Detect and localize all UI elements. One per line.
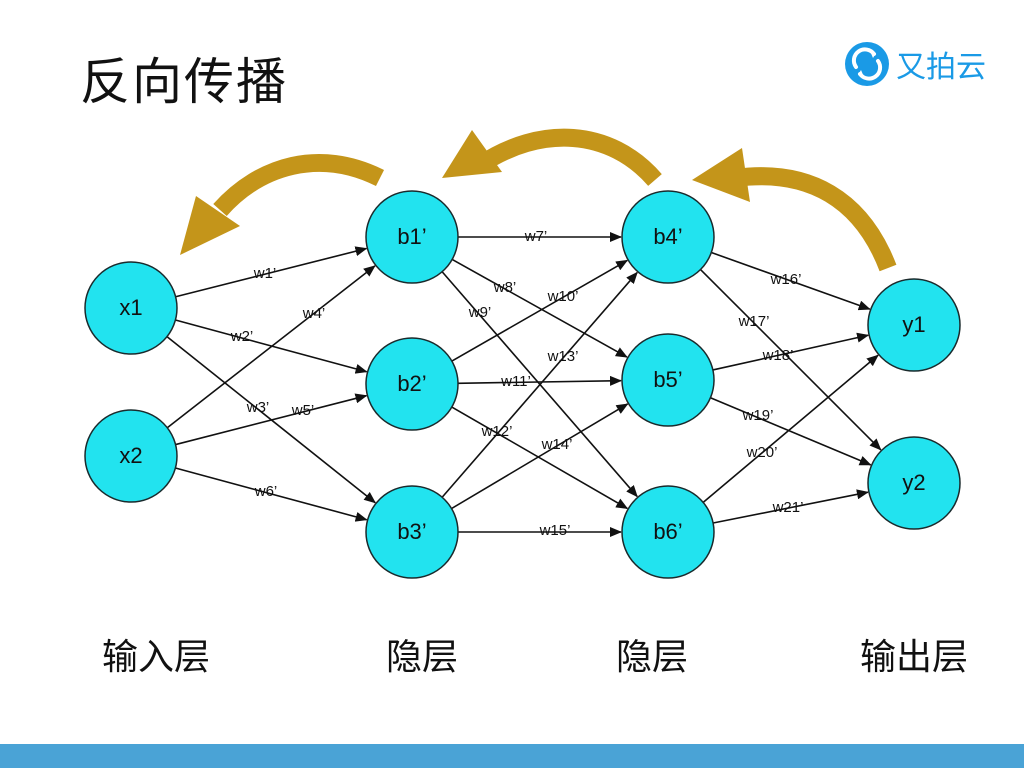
node-label-b4: b4’ — [653, 224, 682, 249]
layer-label-hidden-2: 隐层 — [616, 637, 689, 678]
edge-labels: w1’ w2’ w3’ w4’ w5’ w6’ w7’ w8’w9’ w10’ w11’ w12’ w… — [230, 228, 804, 539]
node-b6 — [621, 485, 715, 579]
edge-label-b3-b6: w15’ — [539, 522, 571, 539]
node-b3 — [365, 485, 459, 579]
edge-b2-b6 — [451, 406, 629, 510]
edge-b5-y1 — [712, 332, 870, 371]
node-b1 — [365, 190, 459, 284]
edge-label-b2-b5: w11’ — [500, 373, 531, 390]
backprop-arrow-3-2 — [733, 167, 897, 272]
node-label-x1: x1 — [119, 295, 142, 320]
backprop-arrows — [180, 128, 897, 272]
edges — [166, 232, 882, 537]
node-label-y1: y1 — [902, 312, 925, 337]
edge-label-b3-b4: w13’ — [547, 348, 579, 365]
edge-b4-y2 — [699, 268, 882, 451]
layer-label-output: 输出层 — [860, 637, 969, 678]
edge-label-b1-b6: w9’ — [468, 304, 492, 321]
node-label-b5: b5’ — [653, 367, 682, 392]
edge-x2-b3 — [175, 467, 368, 522]
backprop-arrow-1-0 — [213, 153, 385, 217]
edge-label-b2-b4: w10’ — [547, 288, 579, 305]
edge-label-b2-b6: w12’ — [481, 423, 513, 440]
node-b4 — [621, 190, 715, 284]
node-label-b3: b3’ — [397, 519, 426, 544]
slide-title: 反向传播 — [80, 53, 288, 111]
edge-x1-b1 — [175, 246, 368, 298]
edge-x2-b1 — [166, 265, 376, 429]
node-label-b2: b2’ — [397, 371, 426, 396]
node-label-x2: x2 — [119, 443, 142, 468]
edge-label-b4-y2: w17’ — [738, 313, 770, 330]
backprop-arrowhead-3-2 — [692, 148, 750, 202]
edge-label-b3-b5: w14’ — [541, 436, 573, 453]
edge-x2-b2 — [175, 393, 368, 446]
edge-label-b1-b5: w8’ — [493, 279, 517, 296]
backprop-arrowhead-2-1 — [442, 130, 502, 178]
node-y1 — [867, 278, 961, 372]
edge-label-x1-b2: w2’ — [230, 328, 254, 345]
edge-label-x2-b2: w5’ — [291, 402, 315, 419]
edge-label-b4-y1: w16’ — [770, 271, 802, 288]
upyun-logo-icon — [845, 42, 889, 86]
node-label-b6: b6’ — [653, 519, 682, 544]
edge-label-x2-b1: w4’ — [302, 305, 326, 322]
edge-label-x1-b1: w1’ — [253, 265, 277, 282]
edge-b6-y1 — [702, 354, 879, 503]
logo-text: 又拍云 — [896, 50, 986, 85]
node-x1 — [84, 261, 178, 355]
edge-label-b5-y2: w19’ — [742, 407, 774, 424]
node-y2 — [867, 436, 961, 530]
logo: 又拍云 — [844, 40, 986, 88]
node-b5 — [621, 333, 715, 427]
node-b2 — [365, 337, 459, 431]
backprop-arrowhead-1-0 — [180, 196, 240, 255]
layer-label-input: 输入层 — [102, 637, 211, 678]
backprop-arrow-2-1 — [475, 128, 662, 187]
edge-label-x1-b3: w3’ — [246, 399, 270, 416]
edge-label-x2-b3: w6’ — [254, 483, 278, 500]
node-label-y2: y2 — [902, 470, 925, 495]
edge-b3-b5 — [451, 403, 629, 510]
edge-b2-b5 — [457, 375, 623, 386]
bottom-bar — [0, 744, 1024, 768]
edge-b2-b4 — [451, 259, 629, 362]
layer-label-hidden-1: 隐层 — [386, 637, 459, 678]
edge-b4-y1 — [711, 251, 871, 311]
edge-b5-y2 — [710, 397, 872, 466]
edge-label-b5-y1: w18’ — [762, 347, 794, 364]
node-x2 — [84, 409, 178, 503]
nodes: x1 x2 b1’ b2’ b3’ b4’ b5’ b6’ y1 y2 — [84, 190, 961, 579]
edge-b3-b4 — [441, 271, 638, 498]
edge-label-b1-b4: w7’ — [524, 228, 548, 245]
edge-label-b6-y1: w20’ — [746, 444, 778, 461]
edge-label-b6-y2: w21’ — [772, 499, 804, 516]
edge-b1-b5 — [451, 258, 628, 358]
edge-b6-y2 — [712, 489, 869, 524]
node-label-b1: b1’ — [397, 224, 426, 249]
